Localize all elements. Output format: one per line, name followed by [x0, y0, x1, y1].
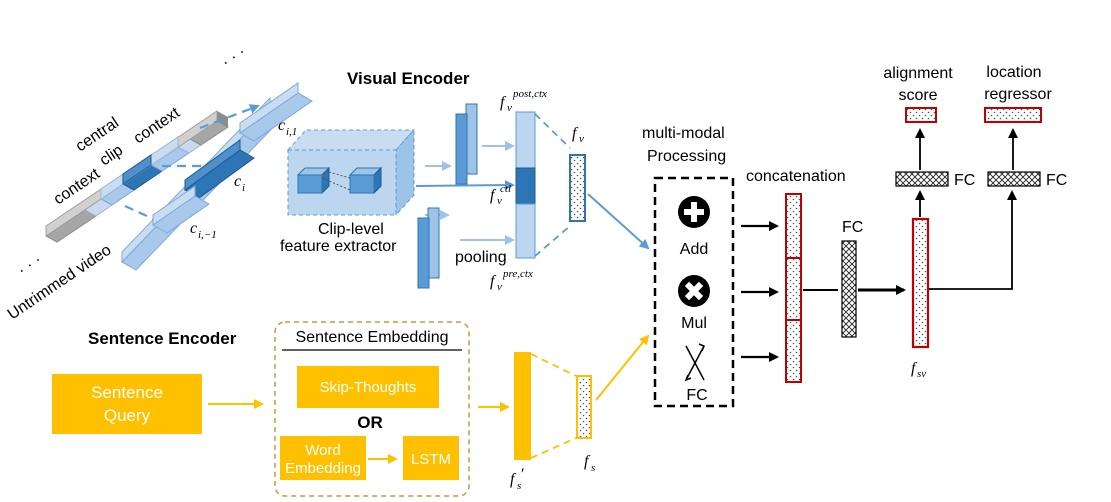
or-label: OR	[357, 413, 383, 432]
fs-prime-label: f	[510, 471, 517, 488]
f-post-sub: v	[507, 102, 512, 114]
fc-right-layer	[987, 171, 1041, 187]
mul-icon	[678, 275, 710, 307]
label-c-next-sub: i,1	[286, 126, 297, 138]
fs-vector	[576, 375, 592, 439]
f-pre-label: f	[490, 273, 497, 290]
fs-label: f	[584, 453, 591, 470]
multimodal-title-2: Processing	[647, 148, 726, 165]
skip-thoughts-box	[297, 366, 439, 408]
extractor-label-2: feature extractor	[280, 238, 397, 255]
alignment-label-1: alignment	[883, 65, 953, 82]
multimodal-title-1: multi-modal	[642, 125, 725, 142]
fc-cross-icon	[684, 343, 705, 382]
label-c-next: c	[278, 117, 285, 134]
location-label-1: location	[986, 64, 1041, 81]
mul-label: Mul	[681, 315, 707, 332]
fv-vector	[569, 154, 586, 222]
location-label-2: regressor	[984, 86, 1052, 103]
fs-prime-vector	[514, 352, 531, 460]
fsv-vector	[911, 217, 930, 349]
add-label: Add	[680, 241, 708, 258]
word-embedding-box	[280, 436, 366, 480]
fc-right-label: FC	[1046, 172, 1067, 189]
dots-bottom: · · ·	[15, 251, 45, 279]
f-post-label: f	[500, 94, 507, 111]
pooling-label: pooling	[455, 249, 507, 266]
pre-context-features	[417, 207, 440, 289]
f-ctl-sub: v	[497, 195, 502, 207]
label-c-prev-sub: i,−1	[198, 229, 217, 241]
label-c-cur: c	[234, 173, 241, 190]
alignment-score-output	[905, 107, 937, 123]
lstm-box	[403, 436, 459, 480]
fc-mid-layer	[841, 240, 857, 338]
f-ctl-sup: ctl	[500, 183, 511, 195]
fs-to-multimodal-arrow	[595, 334, 650, 401]
sentence-encoder-title: Sentence Encoder	[88, 329, 237, 348]
post-context-features	[455, 103, 478, 185]
fs-prime-mark: ′	[520, 466, 524, 483]
visual-encoder-title: Visual Encoder	[347, 69, 470, 88]
fs-projection	[530, 353, 577, 459]
untrimmed-video-bar	[45, 110, 229, 243]
f-pre-sup: pre,ctx	[502, 268, 533, 280]
fv-label: f	[572, 125, 579, 142]
label-clip: clip	[97, 142, 126, 170]
sentence-query-line2: Query	[104, 406, 151, 425]
alignment-label-2: score	[898, 87, 937, 104]
fs-prime-sub: s	[517, 480, 521, 492]
visual-feature-column	[515, 111, 536, 259]
extractor-label-1: Clip-level	[318, 221, 384, 238]
sentence-query-box	[52, 374, 202, 434]
f-post-sup: post,ctx	[512, 88, 547, 100]
f-pre-sub: v	[497, 281, 502, 293]
concatenation-label: concatenation	[746, 168, 846, 185]
fc-mid-label: FC	[842, 219, 863, 236]
fsv-sub: sv	[917, 368, 926, 380]
label-untrimmed-video: Untrimmed video	[5, 242, 115, 324]
word-embedding-line1: Word	[305, 442, 341, 459]
location-regressor-output	[984, 107, 1042, 123]
skip-thoughts-label: Skip-Thoughts	[320, 379, 417, 396]
label-c-cur-sub: i	[242, 182, 245, 194]
fv-projection	[534, 113, 571, 257]
dots-top: · · ·	[219, 43, 249, 71]
fc-left-layer	[895, 171, 949, 187]
fv-sub: v	[579, 133, 584, 145]
lstm-label: LSTM	[411, 451, 451, 468]
fc-label-multimodal: FC	[686, 387, 707, 404]
fc-left-label: FC	[954, 172, 975, 189]
fsv-to-fc-right-path	[929, 190, 1017, 290]
fsv-label: f	[911, 360, 918, 377]
clip-current	[184, 139, 255, 199]
fv-to-multimodal-arrow	[587, 193, 650, 250]
multimodal-output-arrows	[741, 221, 779, 362]
feature-extractor-box	[286, 128, 416, 217]
clip-prev-upper	[239, 82, 313, 142]
sentence-query-line1: Sentence	[91, 383, 163, 402]
sentence-embedding-title: Sentence Embedding	[296, 329, 449, 346]
f-ctl-label: f	[490, 187, 497, 204]
label-c-prev: c	[190, 220, 197, 237]
concatenation-vector	[785, 193, 802, 383]
clip-prev-lower	[152, 185, 210, 234]
sentence-embedding-box	[274, 321, 470, 497]
fs-sub: s	[591, 462, 595, 474]
word-embedding-line2: Embedding	[285, 460, 361, 477]
add-icon	[678, 196, 710, 228]
